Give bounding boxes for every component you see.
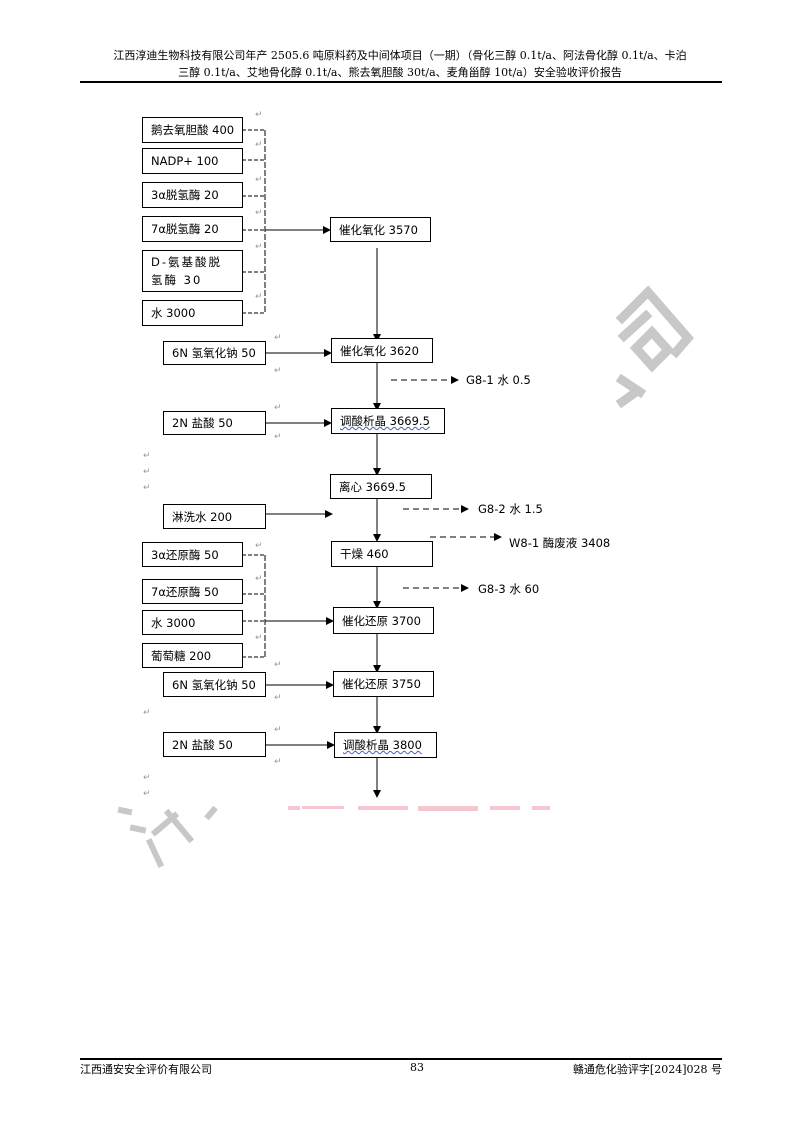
process-step: 离心 3669.5 — [330, 474, 432, 499]
input-box: 7α脱氢酶 20 — [142, 216, 243, 242]
emission-label: W8-1 酶废液 3408 — [509, 536, 611, 550]
footer-company: 江西通安安全评价有限公司 — [80, 1063, 212, 1076]
input-box: 3α脱氢酶 20 — [142, 182, 243, 208]
paragraph-mark-icon: ↵ — [143, 483, 151, 493]
step-label: 调酸析晶 3669.5 — [340, 414, 430, 428]
bracket-group-1 — [242, 129, 266, 314]
process-step: 调酸析晶 3800 — [334, 732, 437, 758]
input-box: 葡萄糖 200 — [142, 643, 243, 668]
input-box: 鹅去氧胆酸 400 — [142, 117, 243, 143]
process-step: 催化还原 3700 — [333, 607, 434, 634]
paragraph-mark-icon: ↵ — [143, 451, 151, 461]
bracket-group-2 — [242, 554, 266, 658]
input-box: 水 3000 — [142, 610, 243, 635]
step-label: 催化还原 3750 — [342, 677, 421, 691]
input-label: 2N 盐酸 50 — [172, 737, 233, 752]
input-box: 3α还原酶 50 — [142, 542, 243, 567]
process-step: 催化还原 3750 — [333, 671, 434, 697]
input-label: 水 3000 — [151, 306, 196, 320]
paragraph-mark-icon: ↵ — [255, 175, 263, 185]
input-label: 6N 氢氧化钠 50 — [172, 677, 256, 692]
report-header: 江西淳迪生物科技有限公司年产 2505.6 吨原料药及中间体项目（一期）（骨化三… — [80, 47, 720, 81]
input-box-naoh-2: 6N 氢氧化钠 50 — [163, 672, 266, 697]
input-box: 7α还原酶 50 — [142, 579, 243, 604]
step-label: 催化氧化 3570 — [339, 222, 418, 237]
step-label: 催化氧化 3620 — [340, 343, 419, 358]
input-box-wash-water: 淋洗水 200 — [163, 504, 266, 529]
input-label: 2N 盐酸 50 — [172, 416, 233, 430]
page-number: 83 — [410, 1061, 424, 1074]
input-box: NADP+ 100 — [142, 148, 243, 174]
paragraph-mark-icon: ↵ — [274, 403, 282, 413]
input-label: D-氨基酸脱氢酶 30 — [151, 255, 223, 287]
watermark-glyph-left — [117, 805, 218, 868]
input-label: 6N 氢氧化钠 50 — [172, 346, 256, 360]
paragraph-mark-icon: ↵ — [274, 333, 282, 343]
input-label: 7α脱氢酶 20 — [151, 222, 219, 236]
input-label: 淋洗水 200 — [172, 509, 233, 524]
paragraph-mark-icon: ↵ — [274, 366, 282, 376]
paragraph-mark-icon: ↵ — [255, 574, 263, 584]
paragraph-mark-icon: ↵ — [255, 242, 263, 252]
emission-label: G8-2 水 1.5 — [478, 502, 543, 516]
input-box: D-氨基酸脱氢酶 30 — [142, 250, 243, 292]
footer-doc-number: 赣通危化验评字[2024]028 号 — [572, 1063, 722, 1076]
paragraph-mark-icon: ↵ — [255, 208, 263, 218]
input-label: 3α脱氢酶 20 — [151, 188, 219, 202]
paragraph-mark-icon: ↵ — [274, 757, 282, 767]
input-box: 水 3000 — [142, 300, 243, 326]
process-step: 催化氧化 3570 — [330, 217, 431, 242]
header-rule — [80, 81, 722, 83]
paragraph-mark-icon: ↵ — [143, 789, 151, 799]
paragraph-mark-icon: ↵ — [274, 660, 282, 670]
process-step: 调酸析晶 3669.5 — [331, 408, 445, 434]
paragraph-mark-icon: ↵ — [143, 773, 151, 783]
paragraph-mark-icon: ↵ — [274, 432, 282, 442]
header-line-1: 江西淳迪生物科技有限公司年产 2505.6 吨原料药及中间体项目（一期）（骨化三… — [113, 49, 687, 62]
header-line-2: 三醇 0.1t/a、艾地骨化醇 0.1t/a、熊去氧胆酸 30t/a、麦角甾醇 … — [178, 66, 622, 79]
footer-rule — [80, 1058, 722, 1060]
step-label: 催化还原 3700 — [342, 613, 421, 628]
emission-label: G8-3 水 60 — [478, 582, 540, 596]
paragraph-mark-icon: ↵ — [255, 541, 263, 551]
input-box-naoh-1: 6N 氢氧化钠 50 — [163, 341, 266, 365]
process-step: 催化氧化 3620 — [331, 338, 433, 363]
input-label: 鹅去氧胆酸 400 — [151, 123, 235, 137]
emission-label: G8-1 水 0.5 — [466, 373, 531, 387]
input-label: NADP+ 100 — [151, 154, 219, 168]
paragraph-mark-icon: ↵ — [274, 693, 282, 703]
paragraph-mark-icon: ↵ — [255, 110, 263, 120]
paragraph-mark-icon: ↵ — [255, 633, 263, 643]
paragraph-mark-icon: ↵ — [143, 467, 151, 477]
input-box-hcl-1: 2N 盐酸 50 — [163, 411, 266, 435]
paragraph-mark-icon: ↵ — [255, 140, 263, 150]
input-label: 3α还原酶 50 — [151, 547, 219, 562]
paragraph-mark-icon: ↵ — [274, 725, 282, 735]
input-box-hcl-2: 2N 盐酸 50 — [163, 732, 266, 757]
process-step: 干燥 460 — [331, 541, 433, 567]
watermark-red-strip — [288, 806, 550, 811]
paragraph-mark-icon: ↵ — [143, 708, 151, 718]
step-label: 干燥 460 — [340, 547, 389, 561]
input-label: 7α还原酶 50 — [151, 584, 219, 599]
step-label: 离心 3669.5 — [339, 479, 406, 494]
input-label: 水 3000 — [151, 615, 196, 630]
step-label: 调酸析晶 3800 — [343, 738, 422, 752]
paragraph-mark-icon: ↵ — [255, 292, 263, 302]
watermark-glyph-right — [615, 285, 694, 409]
input-label: 葡萄糖 200 — [151, 648, 212, 663]
